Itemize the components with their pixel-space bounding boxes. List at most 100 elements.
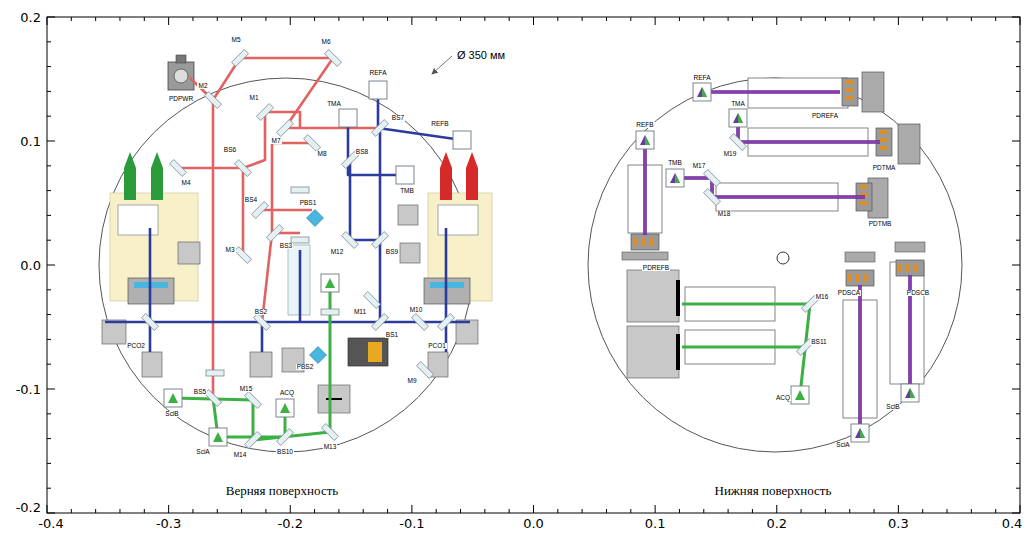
component-label: M7 xyxy=(270,138,281,145)
component-label: REFB xyxy=(430,121,449,128)
bench-use xyxy=(396,166,414,184)
bench-g xyxy=(682,304,810,395)
axis-tick-label: -0.2 xyxy=(278,517,303,530)
axis-tick xyxy=(411,505,412,513)
bench-use xyxy=(267,225,284,242)
axis-tick-label: 0.4 xyxy=(1002,517,1023,530)
axis-tick xyxy=(436,17,437,21)
bench-path xyxy=(178,168,243,255)
axis-tick xyxy=(1016,339,1020,340)
axis-tick xyxy=(338,17,339,21)
axis-tick xyxy=(1016,289,1020,290)
bench-rect xyxy=(438,205,478,235)
bench-g xyxy=(645,92,910,433)
dimension-label: Ø 350 мм xyxy=(456,50,506,61)
bench-rect xyxy=(428,193,492,301)
axis-tick xyxy=(47,314,51,315)
bench-path xyxy=(682,304,810,395)
component-label: M14 xyxy=(233,452,248,459)
axis-tick xyxy=(144,17,145,21)
axis-tick xyxy=(265,509,266,513)
bench-rect xyxy=(676,280,680,316)
bench-rect xyxy=(348,338,388,366)
component-label: M3 xyxy=(224,247,235,254)
bench-use xyxy=(631,234,659,250)
axis-tick xyxy=(47,17,48,25)
bench-rect xyxy=(178,242,200,264)
axis-tick xyxy=(728,17,729,21)
axis-tick xyxy=(1016,215,1020,216)
bench-path xyxy=(379,128,382,320)
bench-g xyxy=(47,17,1020,513)
bench-rect xyxy=(400,243,420,263)
component-label: SciA xyxy=(195,449,210,456)
bench-use xyxy=(322,424,339,441)
bench-path xyxy=(350,160,380,240)
axis-tick xyxy=(47,17,55,18)
axis-tick xyxy=(314,17,315,21)
bench-use xyxy=(245,392,262,409)
bench-rect xyxy=(47,17,1020,513)
component-label: PCO1 xyxy=(427,343,447,350)
component-label: TMA xyxy=(730,101,746,108)
component-label: SciB xyxy=(885,404,900,411)
component-label: SciB xyxy=(164,411,179,418)
bench-rect xyxy=(142,352,162,377)
component-label: M8 xyxy=(316,151,327,158)
axis-tick xyxy=(47,513,55,514)
component-label: PBS2 xyxy=(296,364,315,371)
bench-rect xyxy=(250,352,272,377)
axis-tick xyxy=(533,505,534,513)
axis-tick xyxy=(47,190,51,191)
axis-tick xyxy=(217,509,218,513)
bench-use xyxy=(232,50,249,67)
bench-use xyxy=(846,270,874,286)
axis-tick xyxy=(1016,488,1020,489)
bench-use xyxy=(164,389,182,407)
bench-use xyxy=(702,92,840,93)
axis-tick xyxy=(1012,17,1020,18)
axis-tick xyxy=(47,141,55,142)
bench-use xyxy=(304,135,321,152)
axis-tick xyxy=(217,17,218,21)
bench-use xyxy=(643,140,647,235)
component-label: PDTMA xyxy=(872,165,897,172)
bench-g xyxy=(142,50,471,449)
axis-tick xyxy=(655,17,656,25)
bench-use xyxy=(310,347,327,364)
bench-use xyxy=(291,237,309,243)
axis-tick xyxy=(47,389,55,390)
axis-tick xyxy=(582,17,583,21)
bench-use xyxy=(364,292,381,309)
axis-tick xyxy=(1016,190,1020,191)
axis-tick xyxy=(874,17,875,21)
bench-path xyxy=(682,346,805,349)
bench-use xyxy=(372,120,389,137)
axis-tick xyxy=(1016,413,1020,414)
component-label: M11 xyxy=(353,309,367,316)
bench-use xyxy=(170,160,187,177)
bench-rect xyxy=(176,55,186,63)
axis-tick xyxy=(995,509,996,513)
axis-tick xyxy=(1016,314,1020,315)
bench-use xyxy=(321,309,339,315)
component-label: M10 xyxy=(409,307,424,314)
axis-tick xyxy=(679,509,680,513)
axis-tick xyxy=(533,17,534,25)
component-label: M5 xyxy=(230,37,241,44)
bench-use xyxy=(842,78,858,106)
component-label: M4 xyxy=(180,180,191,187)
component-label: M9 xyxy=(406,378,417,385)
axis-tick xyxy=(825,17,826,21)
surface-caption: Верняя поверхность xyxy=(224,484,341,497)
bench-use xyxy=(291,187,309,193)
bench-path xyxy=(212,100,215,398)
axis-tick-label: -0.4 xyxy=(38,517,63,530)
component-label: PDSCB xyxy=(906,290,930,297)
axis-tick xyxy=(947,17,948,21)
axis-tick xyxy=(630,509,631,513)
component-label: PDPWR xyxy=(168,96,194,103)
bench-rect xyxy=(318,385,350,413)
bench-use xyxy=(205,92,222,109)
